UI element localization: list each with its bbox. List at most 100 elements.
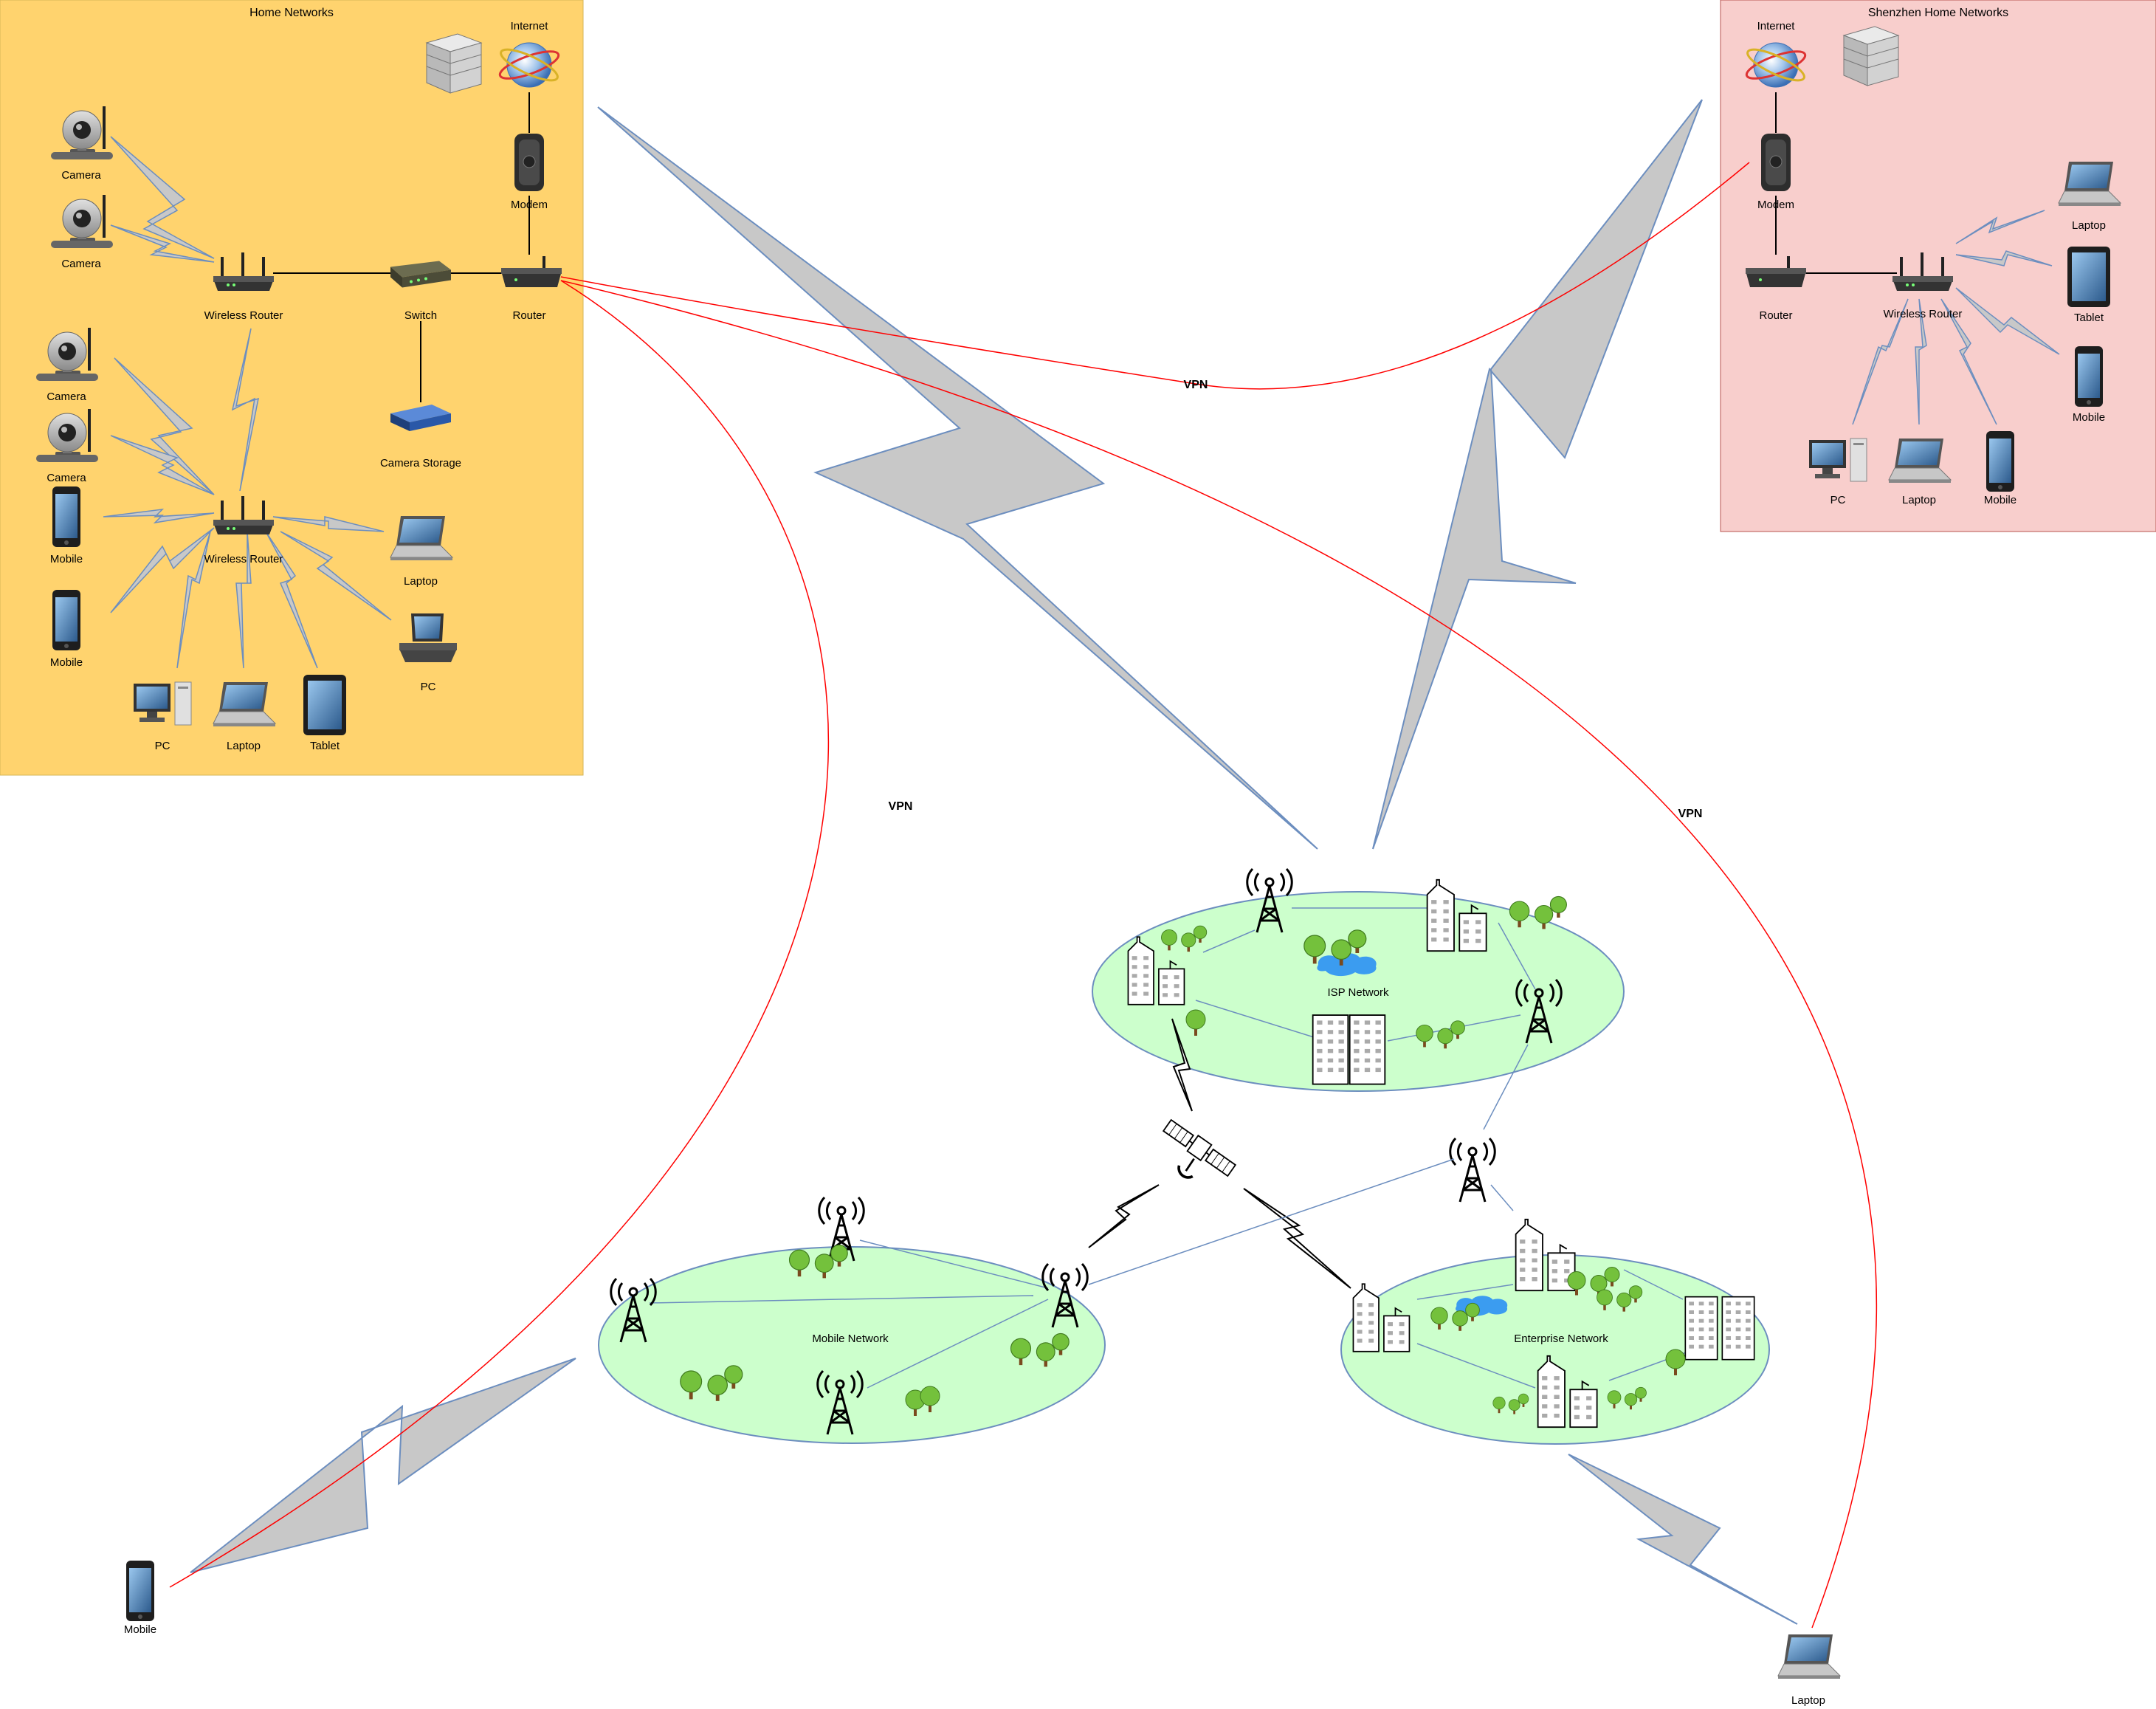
enterprise-link: [1623, 1269, 1684, 1300]
isp-link: [1202, 929, 1256, 953]
vpn-label-top: VPN: [1184, 379, 1208, 391]
wifi-bolt: [110, 527, 215, 613]
tablet-icon: [2067, 247, 2110, 307]
label-camera-1: Camera: [61, 169, 101, 182]
mobile-icon: [52, 486, 80, 547]
home-networks-title: Home Networks: [249, 7, 334, 19]
building-icon: [1349, 1014, 1386, 1085]
vpn-curve-right: [560, 280, 1878, 1629]
satellite-bolt-to-enterprise: [1243, 1188, 1351, 1289]
wifi-bolt: [1955, 210, 2045, 244]
satellite-bolt-to-mobile: [1088, 1184, 1160, 1248]
vpn-label-left: VPN: [889, 800, 913, 813]
lightning-bolt-mobile-to-mobilenet: [190, 1358, 576, 1573]
wireless-router-icon: [213, 252, 274, 291]
modem-icon: [1760, 133, 1791, 192]
wifi-bolt: [1915, 298, 1927, 425]
label-sz-router: Router: [1759, 309, 1792, 322]
wifi-bolt: [1940, 298, 1997, 425]
label-wireless-router-2: Wireless Router: [204, 553, 283, 565]
label-camera-3: Camera: [47, 391, 86, 403]
wifi-bolt: [176, 531, 211, 669]
mobile-icon: [1986, 431, 2014, 492]
label-pc-1: PC: [421, 681, 436, 693]
label-router: Router: [512, 309, 545, 322]
building-icon: [1721, 1296, 1755, 1361]
label-sz-laptop-bottom: Laptop: [1902, 494, 1936, 506]
cell-tower-icon: [1449, 1137, 1496, 1203]
server-icon: [1843, 26, 1899, 86]
label-tablet: Tablet: [310, 740, 340, 752]
label-sz-mobile-right: Mobile: [2073, 411, 2105, 424]
label-remote-laptop: Laptop: [1791, 1694, 1825, 1707]
link-tower-to-enterprise: [1490, 1184, 1514, 1211]
building-icon: [1312, 1014, 1349, 1085]
lightning-bolt-enterprise-to-laptop: [1568, 1454, 1798, 1625]
mobile-icon: [126, 1561, 154, 1621]
lightning-bolt-shenzhen-to-isp: [1372, 99, 1703, 850]
wifi-bolt: [1955, 287, 2060, 355]
satellite-bolt-to-isp: [1171, 1018, 1193, 1112]
mobile-icon: [52, 590, 80, 650]
wireless-router-icon: [213, 496, 274, 534]
lightning-bolt-home-to-isp: [597, 106, 1318, 850]
enterprise-link: [1416, 1343, 1536, 1389]
label-sz-tablet: Tablet: [2074, 312, 2104, 324]
mobile-icon: [2075, 346, 2103, 407]
label-pc-2: PC: [155, 740, 171, 752]
mobile-link: [867, 1299, 1049, 1389]
vpn-curve-top: [560, 162, 1750, 390]
shenzhen-networks-title: Shenzhen Home Networks: [1868, 7, 2008, 19]
label-sz-internet: Internet: [1757, 20, 1796, 32]
wifi-bolt: [110, 136, 215, 259]
label-sz-pc: PC: [1830, 494, 1846, 506]
label-laptop-1: Laptop: [404, 575, 438, 588]
pc-icon: [133, 681, 192, 726]
label-modem: Modem: [511, 199, 548, 211]
label-internet: Internet: [511, 20, 549, 32]
building-icon: [1684, 1296, 1718, 1361]
mobile-link: [859, 1239, 1049, 1289]
pc-icon: [1808, 438, 1867, 482]
mobile-network-ellipse: [598, 1246, 1106, 1444]
label-laptop-2: Laptop: [227, 740, 261, 752]
server-icon: [426, 33, 482, 94]
label-mobile-1: Mobile: [50, 553, 83, 565]
label-camera-4: Camera: [47, 472, 86, 484]
wifi-bolt: [1955, 250, 2053, 267]
link-tower-to-mobilenet: [1088, 1158, 1455, 1285]
wifi-bolt: [280, 531, 392, 621]
wifi-bolt: [272, 516, 385, 532]
label-sz-wireless-router: Wireless Router: [1884, 308, 1963, 320]
isp-network-ellipse: [1092, 891, 1625, 1092]
wifi-bolt: [1852, 298, 1909, 425]
wifi-bolt: [110, 224, 215, 263]
laptop-icon: [1777, 1634, 1841, 1679]
isp-link: [1195, 1000, 1315, 1038]
wifi-bolt: [103, 508, 215, 524]
mobile-link: [649, 1295, 1034, 1304]
isp-link: [1483, 1044, 1529, 1130]
isp-link: [1498, 922, 1536, 990]
satellite-icon: [1160, 1115, 1239, 1180]
wifi-bolt: [110, 435, 215, 495]
modem-icon: [514, 133, 545, 192]
label-camera-storage: Camera Storage: [380, 457, 461, 470]
label-switch: Switch: [404, 309, 437, 322]
label-sz-mobile-bottom: Mobile: [1984, 494, 2016, 506]
label-isp-network: ISP Network: [1327, 986, 1389, 999]
vpn-curve-left: [169, 280, 830, 1588]
label-remote-mobile: Mobile: [124, 1623, 156, 1636]
label-mobile-network: Mobile Network: [812, 1333, 889, 1345]
wireless-router-icon: [1892, 252, 1953, 291]
label-sz-modem: Modem: [1757, 199, 1794, 211]
label-mobile-2: Mobile: [50, 656, 83, 669]
vpn-label-right: VPN: [1678, 808, 1703, 820]
label-enterprise-network: Enterprise Network: [1514, 1333, 1608, 1345]
tablet-icon: [303, 675, 346, 735]
enterprise-link: [1416, 1284, 1514, 1300]
label-sz-laptop: Laptop: [2072, 219, 2106, 232]
label-wireless-router-1: Wireless Router: [204, 309, 283, 322]
label-camera-2: Camera: [61, 258, 101, 270]
